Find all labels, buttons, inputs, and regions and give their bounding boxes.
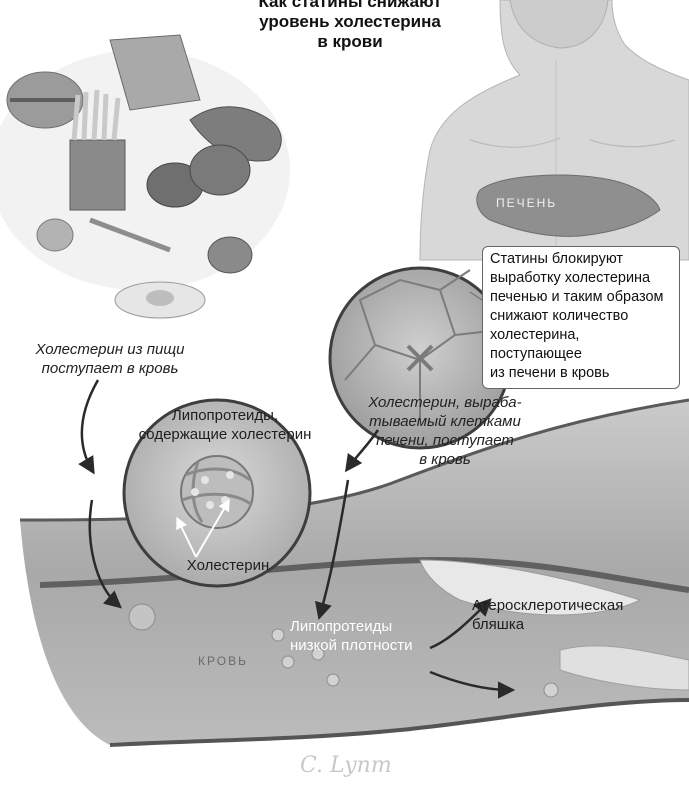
label-line: в кровь (360, 450, 530, 469)
label-line: Липопротеиды, (132, 406, 318, 425)
title-line: уровень холестерина (200, 12, 500, 32)
diagram-title: Как статины снижают уровень холестерина … (200, 0, 500, 52)
label-line: печени, поступает (360, 431, 530, 450)
statin-note-line: снижают количество (490, 307, 673, 326)
label-line: Атеросклеротическая (472, 596, 652, 615)
fast-food (0, 35, 290, 318)
title-line: Как статины снижают (200, 0, 500, 12)
statin-note-line: выработку холестерина (490, 269, 673, 288)
statin-note-line: холестерина, поступающее (490, 326, 673, 364)
cholesterol-label: Холестерин (178, 556, 278, 575)
label-line: Холестерин из пищи (30, 340, 190, 359)
statin-note-line: Статины блокируют (490, 250, 673, 269)
label-line: низкой плотности (290, 636, 430, 655)
food-cholesterol-label: Холестерин из пищи поступает в кровь (30, 340, 190, 378)
blood-vessel (20, 400, 689, 745)
label-line: бляшка (472, 615, 652, 634)
label-line: поступает в кровь (30, 359, 190, 378)
artist-signature: C. Lynm (300, 753, 392, 778)
ldl-label: Липопротеиды низкой плотности (290, 617, 430, 655)
label-line: содержащие холестерин (132, 425, 318, 444)
lipoproteins-label: Липопротеиды, содержащие холестерин (132, 406, 318, 444)
label-line: Липопротеиды (290, 617, 430, 636)
plaque-label: Атеросклеротическая бляшка (472, 596, 652, 634)
statin-note: Статины блокируют выработку холестерина … (482, 246, 680, 389)
liver-label: ПЕЧЕНЬ (496, 196, 557, 210)
label-line: Холестерин, выраба- (360, 393, 530, 412)
statin-note-line: печенью и таким образом (490, 288, 673, 307)
blood-label: КРОВЬ (198, 654, 248, 668)
title-line: в крови (200, 32, 500, 52)
label-line: тываемый клетками (360, 412, 530, 431)
liver-cholesterol-label: Холестерин, выраба- тываемый клетками пе… (360, 393, 530, 469)
statin-note-line: из печени в кровь (490, 364, 673, 383)
